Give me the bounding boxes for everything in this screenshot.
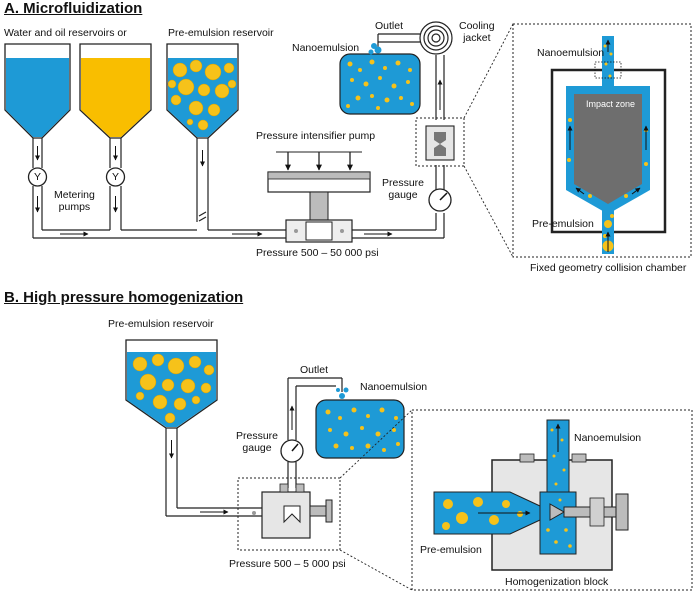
- feed-pipes-b: [165, 377, 343, 517]
- interaction-chamber-a: [285, 219, 353, 243]
- flow-arrows-outlet-a: [364, 79, 443, 237]
- flow-arrows-b: [169, 405, 295, 515]
- zoom-lines-b: [339, 409, 413, 591]
- nanoemulsion-label-a: Nanoemulsion: [292, 42, 360, 54]
- block-nanoemulsion-label: Nanoemulsion: [574, 432, 642, 444]
- oil-fill: [81, 58, 150, 137]
- pre-emulsion-reservoir-label: Pre-emulsion reservoir: [168, 27, 274, 39]
- reservoir-droplets-a: [167, 59, 237, 131]
- cooling-jacket-label: Cooling jacket: [459, 20, 495, 44]
- chamber-caption: Fixed geometry collision chamber: [530, 262, 687, 274]
- water-fill: [6, 58, 69, 137]
- section-a-diagram: [4, 21, 692, 258]
- section-a-title: A. Microfluidization: [4, 0, 143, 17]
- outlet-label-a: Outlet: [375, 20, 404, 32]
- zoom-lines-a: [463, 23, 514, 258]
- metering-pumps-label: Metering pumps: [54, 189, 95, 213]
- chamber-nanoemulsion-label: Nanoemulsion: [537, 47, 605, 59]
- nanoemulsion-container-b: [315, 387, 405, 459]
- block-pre-emulsion-label: Pre-emulsion: [420, 544, 482, 556]
- collision-chamber-detail: [512, 23, 692, 258]
- section-b-diagram: [125, 339, 693, 591]
- pressure-gauge-label-a: Pressure gauge: [382, 177, 425, 201]
- collision-chamber-icon: [415, 117, 465, 167]
- pressure-gauge-a: [428, 188, 452, 212]
- impact-zone-label: Impact zone: [586, 99, 636, 109]
- nanoemulsion-label-b: Nanoemulsion: [360, 381, 428, 393]
- pressure-range-label-b: Pressure 500 – 5 000 psi: [229, 558, 346, 570]
- reservoir-droplets-b: [132, 353, 215, 424]
- outlet-pipes-a: [352, 33, 445, 239]
- metering-pump-1: [27, 167, 48, 187]
- section-b-title: B. High pressure homogenization: [4, 289, 244, 306]
- metering-pump-2: [105, 167, 126, 187]
- metering-pump-2-symbol: Y: [112, 171, 120, 183]
- pressure-range-label-a: Pressure 500 – 50 000 psi: [256, 247, 379, 259]
- nanoemulsion-container-a: [339, 43, 421, 115]
- outlet-label-b: Outlet: [300, 364, 329, 376]
- intensifier-pump: [267, 151, 371, 221]
- pressure-gauge-b: [280, 439, 304, 463]
- pre-emulsion-fill: [168, 58, 237, 137]
- reservoirs-label: Water and oil reservoirs or: [4, 27, 127, 39]
- block-caption: Homogenization block: [505, 576, 609, 588]
- cooling-jacket: [419, 21, 453, 55]
- pressure-gauge-label-b: Pressure gauge: [236, 430, 279, 454]
- reservoir-label-b: Pre-emulsion reservoir: [108, 318, 214, 330]
- flow-arrows-a: [35, 146, 263, 237]
- intensifier-pump-label: Pressure intensifier pump: [256, 130, 376, 142]
- metering-pump-1-symbol: Y: [34, 171, 42, 183]
- feed-pipes-a: [32, 138, 286, 239]
- homogenization-block-detail: [411, 409, 693, 591]
- homogenizer-valve: [237, 477, 341, 551]
- chamber-pre-emulsion-label: Pre-emulsion: [532, 218, 594, 230]
